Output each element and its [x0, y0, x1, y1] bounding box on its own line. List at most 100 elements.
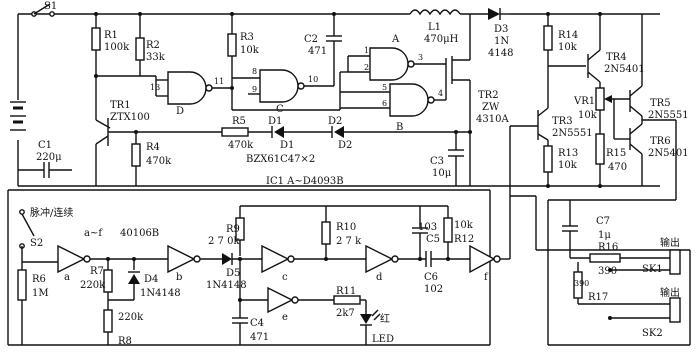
gate-b-small: b: [176, 272, 182, 283]
inverter-e: e: [267, 286, 299, 323]
sk2-label: SK2: [642, 328, 663, 339]
d3-value: 4148: [488, 48, 513, 59]
pin-2: 2: [364, 63, 369, 72]
sk1-label: SK1: [642, 264, 663, 275]
resistor-r8: 220k R8: [103, 309, 144, 347]
d4-label: D4: [144, 274, 158, 285]
capacitor-c3: C3 10μ: [430, 132, 464, 186]
gate-a-small: a: [64, 272, 70, 283]
resistor-r6: R6 1M: [17, 261, 58, 345]
zener-d2: D2 D2: [328, 116, 470, 151]
r12-label: R12: [454, 234, 474, 245]
tr3-value: 2N5551: [552, 128, 593, 139]
r7-label: R7: [90, 266, 104, 277]
transistor-tr5: TR5 2N5551: [629, 14, 689, 121]
d5-label: D5: [226, 268, 240, 279]
pin-10: 10: [308, 75, 318, 84]
tr1-value: ZTX100: [110, 112, 150, 123]
potentiometer-vr1: VR1 10k: [573, 87, 630, 134]
r10-label: R10: [336, 222, 356, 233]
d2-label: D2: [328, 116, 342, 127]
c2-label: C2: [304, 34, 318, 45]
resistor-r7: R7 220k: [80, 259, 113, 310]
jack-sk2: 输出 SK2: [608, 286, 681, 339]
r9-label: R9: [226, 224, 240, 235]
r4-label: R4: [146, 142, 160, 153]
af-label: a~f: [84, 228, 103, 239]
r13-label: R13: [558, 148, 578, 159]
gate-c-small: c: [282, 272, 288, 283]
c6-value: 102: [424, 284, 443, 295]
pin-4: 4: [438, 89, 443, 98]
transistor-tr1: TR1 ZTX100: [95, 100, 150, 186]
diode-d5: D5 1N4148: [206, 253, 262, 291]
junction-dots: [94, 12, 602, 302]
tr6-value: 2N5401: [648, 148, 689, 159]
transistor-tr6: TR6 2N5401: [613, 99, 689, 186]
d2-type: D2: [338, 140, 352, 151]
out1-label: 输出: [660, 236, 680, 249]
tr2-label: TR2: [478, 90, 499, 101]
d1-type: D1: [280, 140, 294, 151]
resistor-r2: R2 33k: [135, 14, 166, 76]
nand-gate-b: B 5 6 4: [339, 71, 443, 133]
mode-label: 脉冲/连续: [30, 206, 73, 219]
c5-value: 103: [418, 222, 437, 233]
pin-11: 11: [214, 77, 224, 86]
resistor-r11: R11 2k7: [333, 286, 366, 319]
r14-value: 10k: [558, 42, 578, 53]
resistor-r4: R4 470k: [131, 132, 172, 186]
c3-label: C3: [430, 156, 444, 167]
r10-value: 2 7 k: [336, 236, 362, 247]
r3-label: R3: [240, 32, 254, 43]
r17-value: 390: [574, 279, 589, 288]
d1-label: D1: [268, 116, 282, 127]
r2-label: R2: [146, 40, 160, 51]
tr4-value: 2N5401: [604, 64, 645, 75]
s2-label: S2: [30, 238, 43, 249]
d3-label: D3: [494, 24, 508, 35]
led-color: 红: [380, 312, 390, 325]
pin-5: 5: [382, 83, 387, 92]
vr1-value: 10k: [578, 110, 598, 121]
inverter-c: c: [261, 244, 295, 283]
resistor-r9: R9 2 7 0k: [208, 205, 420, 256]
tr5-value: 2N5551: [648, 110, 689, 121]
nand-gate-a: A 1 2 3: [347, 34, 423, 81]
r9-value: 2 7 0k: [208, 236, 240, 247]
battery-symbol: [10, 101, 26, 131]
gate-b-label: B: [396, 122, 403, 133]
r17-label: R17: [588, 292, 608, 303]
tr5-label: TR5: [650, 98, 671, 109]
c7-label: C7: [596, 216, 610, 227]
inverter-d: d: [365, 244, 399, 283]
out2-label: 输出: [660, 286, 680, 299]
pin-9: 9: [252, 85, 257, 94]
c3-value: 10μ: [432, 168, 452, 179]
resistor-r3: R3 10k: [227, 14, 260, 110]
switch-s1: S1: [31, 1, 57, 17]
resistor-r14: R14 10k: [543, 14, 578, 66]
r12-value: 10k: [454, 220, 474, 231]
resistor-r15: R15 470: [595, 133, 627, 186]
l1-value: 470μH: [424, 34, 459, 45]
tr2-type: ZW: [482, 102, 500, 113]
ic1-note: IC1 A~D4093B: [266, 176, 344, 187]
r11-value: 2k7: [336, 308, 355, 319]
pin-3: 3: [418, 53, 423, 62]
c1-value: 220μ: [36, 152, 62, 163]
vr1-label: VR1: [573, 96, 595, 107]
c1-label: C1: [38, 140, 52, 151]
r8-value: 220k: [118, 312, 144, 323]
diode-d4: D4 1N4148: [108, 259, 181, 301]
pin-8: 8: [252, 67, 257, 76]
r11-label: R11: [336, 286, 356, 297]
r5-value: 470k: [228, 140, 254, 151]
capacitor-c5: 103 C5: [412, 206, 440, 259]
r7-value: 220k: [80, 280, 106, 291]
led-label: LED: [372, 334, 394, 345]
inverter-f: f: [469, 244, 501, 283]
capacitor-c7: C7 1μ: [562, 200, 611, 258]
zener-spec: BZX61C47×2: [246, 154, 315, 165]
